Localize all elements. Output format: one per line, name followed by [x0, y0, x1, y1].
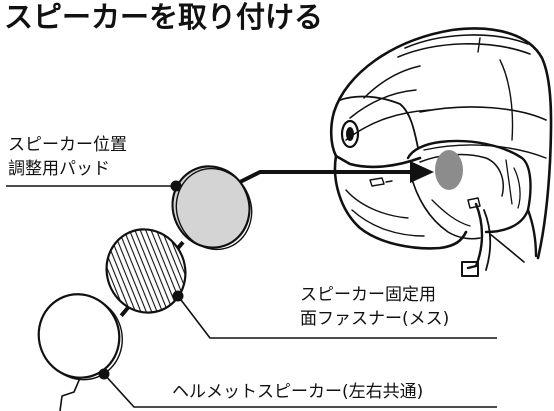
speaker-bracket-line — [59, 377, 81, 411]
speaker-leader-dot — [98, 368, 110, 380]
page-title: スピーカーを取り付ける — [4, 0, 324, 34]
fastener-label-line-2: 面ファスナー(メス) — [300, 309, 450, 329]
fastener-label-line-1: スピーカー固定用 — [300, 285, 436, 305]
placement-arrow — [235, 170, 414, 186]
helmet-illustration — [329, 27, 553, 277]
pad-label-line-2: 調整用パッド — [8, 159, 110, 179]
helmet-speaker-disc — [37, 293, 121, 379]
speaker-target-spot — [435, 150, 463, 190]
placement-arrowhead — [410, 161, 434, 183]
fastener-label: スピーカー固定用 面ファスナー(メス) — [300, 283, 449, 331]
speaker-leader-line — [103, 373, 497, 408]
pad-label-line-1: スピーカー位置 — [8, 135, 127, 155]
fastener-disc — [105, 228, 187, 314]
speaker-label: ヘルメットスピーカー(左右共通) — [172, 382, 424, 402]
speaker-pad-disc — [171, 165, 251, 249]
fastener-leader-dot — [172, 290, 184, 302]
fastener-leader-line — [177, 295, 497, 339]
pad-label: スピーカー位置 調整用パッド — [8, 133, 127, 181]
pad-leader-dot — [170, 180, 182, 192]
